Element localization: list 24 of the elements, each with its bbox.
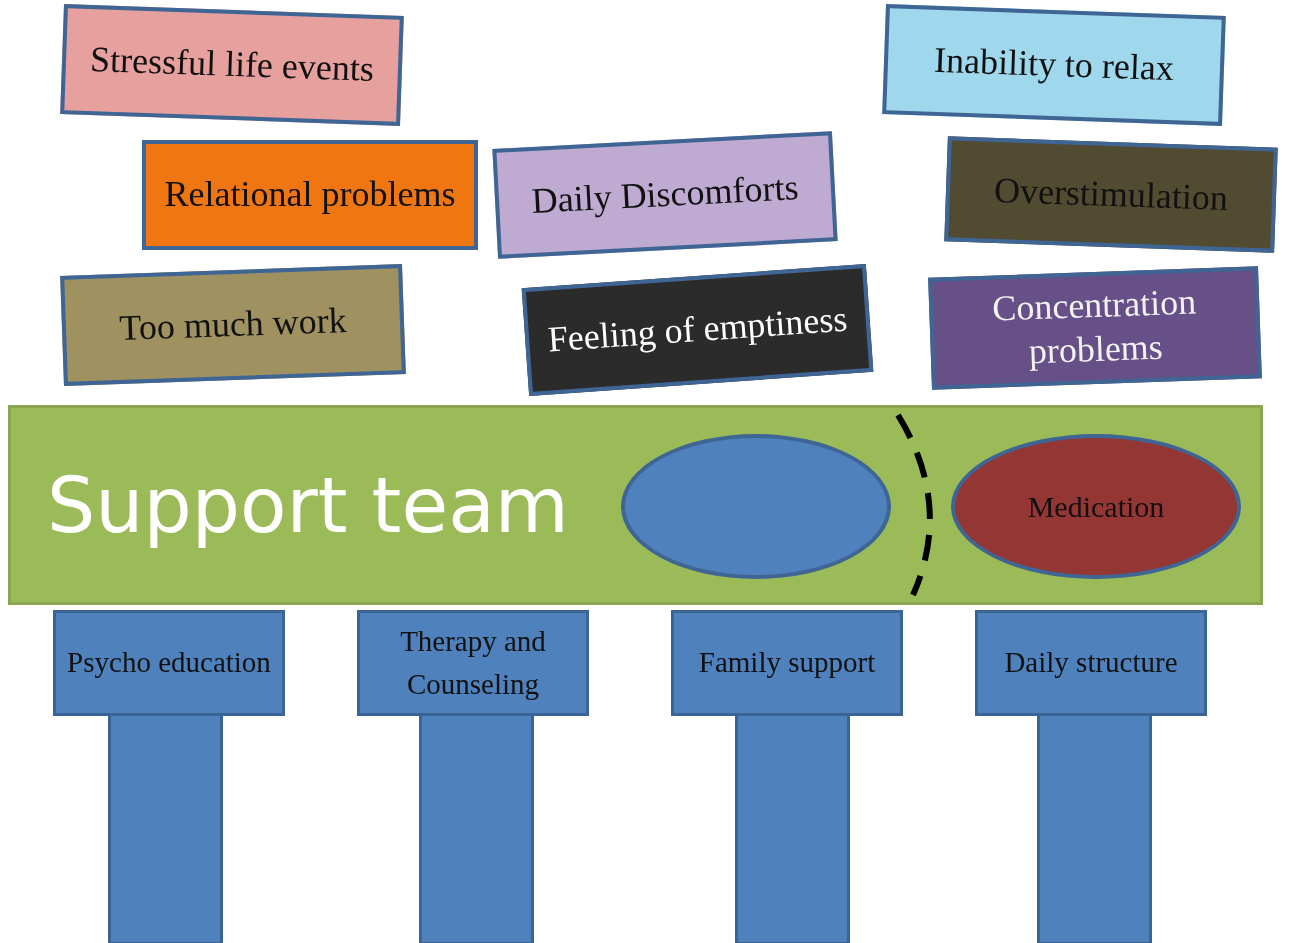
node-text: Stressful life events <box>89 38 375 91</box>
node-text: Therapy and Counseling <box>399 623 547 702</box>
pillar-post <box>735 713 850 943</box>
node-text: Psycho education <box>67 645 271 681</box>
pillar-post <box>419 713 534 943</box>
node-text: Daily Discomforts <box>530 166 800 223</box>
node-text: Family support <box>698 645 876 681</box>
pillar-cap <box>975 610 1207 716</box>
node-text: Relational problems <box>164 173 456 217</box>
node-text: Concentration problems <box>990 280 1198 374</box>
pillar-post <box>108 713 223 943</box>
pillar-cap <box>53 610 285 716</box>
pillar-cap <box>357 610 589 716</box>
note-card <box>142 140 478 250</box>
pillar-cap <box>671 610 903 716</box>
platform-title: Support team <box>47 460 569 550</box>
node-text: Daily structure <box>1004 645 1178 681</box>
platform-bar <box>8 405 1263 605</box>
node-text: Overstimulation <box>993 168 1229 220</box>
node-text: Inability to relax <box>933 38 1175 91</box>
node-text: Medication <box>1027 489 1165 524</box>
node-text: Feeling of emptiness <box>546 297 849 362</box>
node-text: Too much work <box>118 299 348 350</box>
pillar-post <box>1037 713 1152 943</box>
